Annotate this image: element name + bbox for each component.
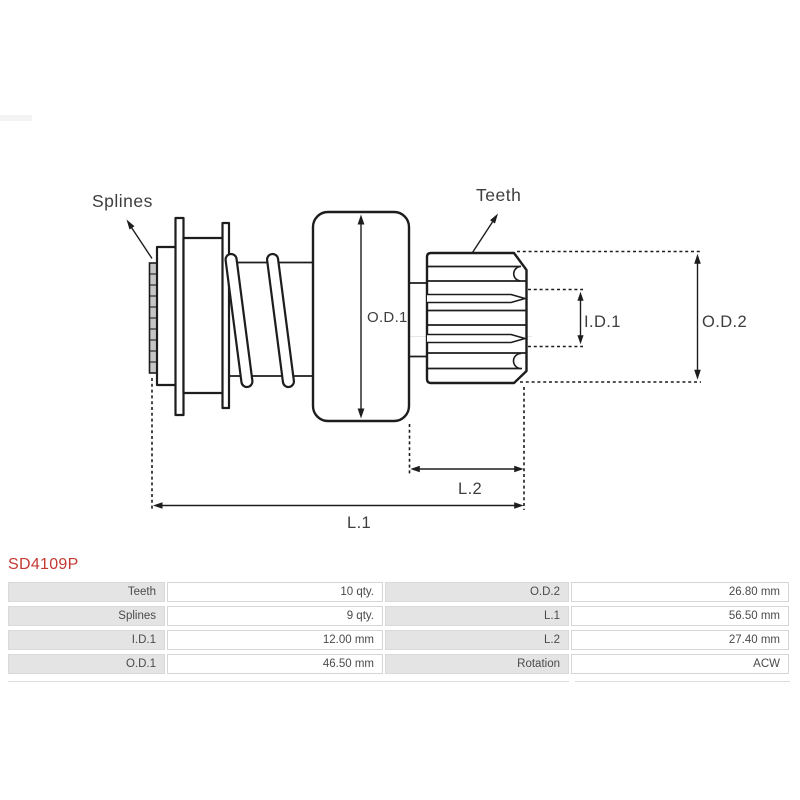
spec-label-cell: O.D.1 <box>8 654 165 674</box>
spec-value-cell: 46.50 mm <box>167 654 383 674</box>
splines-callout: Splines <box>92 191 153 259</box>
pinion-gear <box>425 251 528 385</box>
od1-dimension-label: O.D.1 <box>367 309 408 326</box>
spec-label-cell: Rotation <box>385 654 569 674</box>
spec-value-cell: 9 qty. <box>167 606 383 626</box>
table-row: I.D.1 12.00 mm L.2 27.40 mm <box>8 630 789 650</box>
spec-table: Teeth 10 qty. O.D.2 26.80 mm Splines 9 q… <box>6 578 791 678</box>
spec-value-cell: 12.00 mm <box>167 630 383 650</box>
splines-label: Splines <box>92 191 153 211</box>
spring-coil <box>224 252 254 389</box>
splined-shaft-end <box>148 262 158 374</box>
shaft-collar <box>155 245 178 387</box>
gear-tooth-profile <box>427 333 526 344</box>
pinion-neck <box>409 282 427 358</box>
table-row: Teeth 10 qty. O.D.2 26.80 mm <box>8 582 789 602</box>
spec-label-cell: Teeth <box>8 582 165 602</box>
table-row: O.D.1 46.50 mm Rotation ACW <box>8 654 789 674</box>
dimension-l1: L.1 <box>151 378 524 532</box>
spring-section <box>224 252 314 389</box>
table-row: Splines 9 qty. L.1 56.50 mm <box>8 606 789 626</box>
spec-label-cell: L.1 <box>385 606 569 626</box>
dimension-od1: O.D.1 <box>357 214 408 419</box>
hub-body <box>182 236 225 395</box>
dimension-annotations: O.D.1 I.D.1 O.D.2 L.2 <box>92 185 747 532</box>
spring-coil <box>265 252 296 389</box>
spec-value-cell: 26.80 mm <box>571 582 789 602</box>
starter-drive-technical-diagram: O.D.1 I.D.1 O.D.2 L.2 <box>0 115 747 532</box>
teeth-label: Teeth <box>476 185 521 205</box>
scan-artifact <box>0 115 32 121</box>
od2-dimension-label: O.D.2 <box>702 313 747 331</box>
teeth-leader-arrow <box>490 213 498 224</box>
gear-tooth-end <box>512 352 522 370</box>
dimension-l2: L.2 <box>408 387 525 510</box>
spec-label-cell: O.D.2 <box>385 582 569 602</box>
spec-label-cell: I.D.1 <box>8 630 165 650</box>
product-code: SD4109P <box>8 556 79 573</box>
spec-value-cell: 10 qty. <box>167 582 383 602</box>
l1-dimension-label: L.1 <box>347 514 371 532</box>
spec-label-cell: Splines <box>8 606 165 626</box>
spec-value-cell: ACW <box>571 654 789 674</box>
spec-value-cell: 27.40 mm <box>571 630 789 650</box>
spec-value-cell: 56.50 mm <box>571 606 789 626</box>
table-bottom-border <box>575 681 790 682</box>
dimension-id1: I.D.1 <box>528 288 621 348</box>
splines-leader-arrow <box>126 219 135 230</box>
gear-tooth-profile <box>427 293 526 304</box>
l2-dimension-label: L.2 <box>458 480 482 498</box>
spec-label-cell: L.2 <box>385 630 569 650</box>
starter-drive-body <box>148 210 528 423</box>
gear-tooth-end <box>513 265 522 282</box>
id1-dimension-label: I.D.1 <box>584 313 621 331</box>
flange-plate-front <box>174 216 185 417</box>
table-bottom-border <box>8 681 569 682</box>
dimension-od2: O.D.2 <box>517 250 747 383</box>
flange-plate-rear <box>221 221 231 410</box>
teeth-callout: Teeth <box>471 185 521 253</box>
